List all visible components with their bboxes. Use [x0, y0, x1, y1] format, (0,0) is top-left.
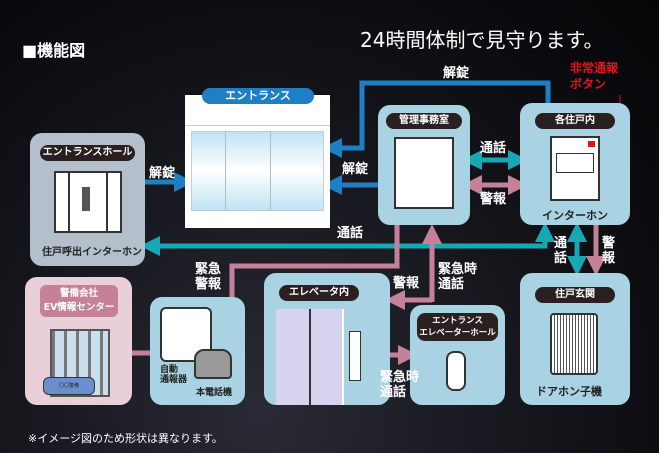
ev-talk-label: 緊急時通話 [438, 262, 477, 292]
label-char: 通 [554, 236, 568, 251]
management-label: 管理事務室 [386, 113, 462, 129]
unlock-mgmt-label: 解錠 [342, 162, 369, 177]
entrance-hall-label: エントランスホール [40, 145, 135, 161]
entrance-label: エントランス [202, 88, 314, 104]
entrance-building [185, 95, 330, 228]
security-line: 警備会社 [59, 288, 98, 299]
page-title: ■機能図 [22, 41, 86, 60]
ev-hall-talk-label: 緊急時通話 [380, 370, 419, 400]
elevator-doors-icon [276, 309, 344, 405]
unit-panel: 各住戸内 インターホン [520, 103, 630, 225]
talk-unit-door-label: 通話 [554, 236, 567, 266]
emergency-button-label: 非常通報 ボタン [570, 60, 618, 92]
handset-icon [446, 351, 466, 391]
talk-mgmt-unit-label: 通話 [480, 141, 507, 156]
management-panel: 管理事務室 [378, 105, 470, 225]
emergency-button-line: ボタン [570, 77, 607, 91]
security-panel: 警備会社 EV情報センター 〇〇警備 [25, 277, 132, 405]
emergency-button-line: 非常通報 [570, 61, 619, 75]
talk-hall-label: 通話 [337, 226, 364, 241]
ev-alarm-label: 警報 [393, 276, 420, 291]
notifier-line: 通報器 [160, 375, 188, 385]
elevator-label: エレベータ内 [279, 285, 359, 301]
security-line: EV情報センター [43, 302, 115, 313]
unlock-top-arrow [322, 80, 551, 158]
entrance-hall-panel: エントランスホール 住戸呼出インターホン [30, 133, 145, 266]
alarm-mgmt-unit-label: 警報 [480, 192, 507, 207]
door-phone-icon [550, 313, 598, 375]
security-car-icon: 〇〇警備 [43, 377, 95, 395]
unlock-hall-label: 解錠 [149, 166, 176, 181]
master-station-icon [394, 137, 454, 209]
unit-label: 各住戸内 [535, 113, 615, 129]
footnote: ※イメージ図のため形状は異なります。 [28, 432, 223, 445]
elevator-hall-panel: エントランス エレベーターホール [410, 305, 505, 405]
door-device: ドアホン子機 [536, 385, 602, 398]
label-line: 緊急時 [380, 370, 420, 385]
auto-notifier-label: 自動通報器 [160, 365, 187, 385]
label-line: 緊急 [195, 262, 222, 277]
telephone-label: 本電話機 [196, 388, 233, 398]
notifier-panel: 自動通報器 本電話機 [150, 297, 245, 405]
intercom-panel-icon [54, 171, 122, 233]
label-line: 警報 [195, 277, 222, 292]
label-char: 警 [602, 236, 616, 251]
notifier-line: 自動 [160, 365, 179, 375]
headline: 24時間体制で見守ります。 [360, 28, 604, 52]
unlock-top-label: 解錠 [443, 66, 470, 81]
elevator-panel: エレベータ内 [264, 273, 390, 405]
security-label: 警備会社 EV情報センター [40, 285, 118, 317]
elevator-hall-line: エントランス [432, 316, 483, 326]
elevator-hall-line: エレベーターホール [419, 328, 496, 338]
label-line: 緊急時 [438, 262, 478, 277]
label-line: 通話 [438, 277, 465, 292]
elevator-intercom-icon [349, 331, 361, 381]
alarm-unit-door-label: 警報 [602, 236, 615, 266]
label-char: 話 [554, 251, 568, 266]
telephone-icon [194, 349, 232, 379]
door-label: 住戸玄関 [535, 287, 615, 303]
talk-hall-arrow [140, 222, 555, 256]
door-panel: 住戸玄関 ドアホン子機 [520, 273, 630, 405]
car-text: 〇〇警備 [58, 383, 79, 389]
label-line: 通話 [380, 385, 407, 400]
entrance-hall-device: 住戸呼出インターホン [42, 247, 142, 258]
unit-device: インターホン [542, 209, 608, 222]
room-intercom-icon [550, 136, 600, 201]
elevator-hall-label: エントランス エレベーターホール [417, 313, 498, 341]
emergency-alarm-label: 緊急警報 [195, 262, 221, 292]
label-char: 報 [602, 251, 616, 266]
